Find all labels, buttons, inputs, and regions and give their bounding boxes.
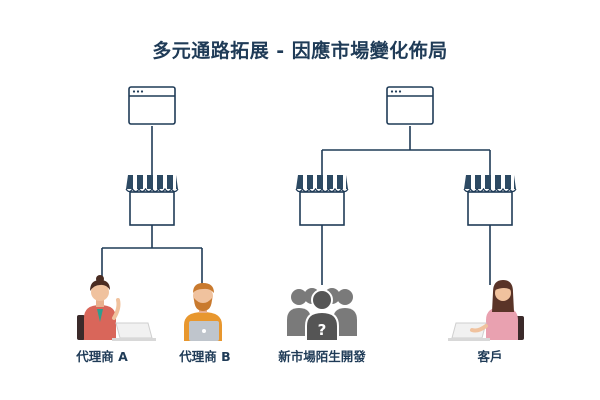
svg-text:?: ? bbox=[318, 321, 327, 339]
storefront-icon bbox=[125, 174, 179, 226]
storefront-icon bbox=[463, 174, 517, 226]
agent-a-label: 代理商 A bbox=[76, 349, 128, 364]
woman-at-laptop-icon bbox=[77, 275, 156, 341]
woman-at-laptop-icon bbox=[448, 280, 524, 341]
browser-window-icon bbox=[386, 86, 434, 125]
customer-label: 客戶 bbox=[477, 349, 503, 364]
browser-window-icon bbox=[128, 86, 176, 125]
page-title: 多元通路拓展 - 因應市場變化佈局 bbox=[152, 40, 448, 62]
unknown-people-group-icon: ? bbox=[287, 288, 357, 342]
agent-b-label: 代理商 B bbox=[179, 349, 231, 364]
bearded-man-at-laptop-icon bbox=[184, 283, 222, 341]
storefront-icon bbox=[295, 174, 349, 226]
new-market-label: 新市場陌生開發 bbox=[278, 349, 366, 364]
